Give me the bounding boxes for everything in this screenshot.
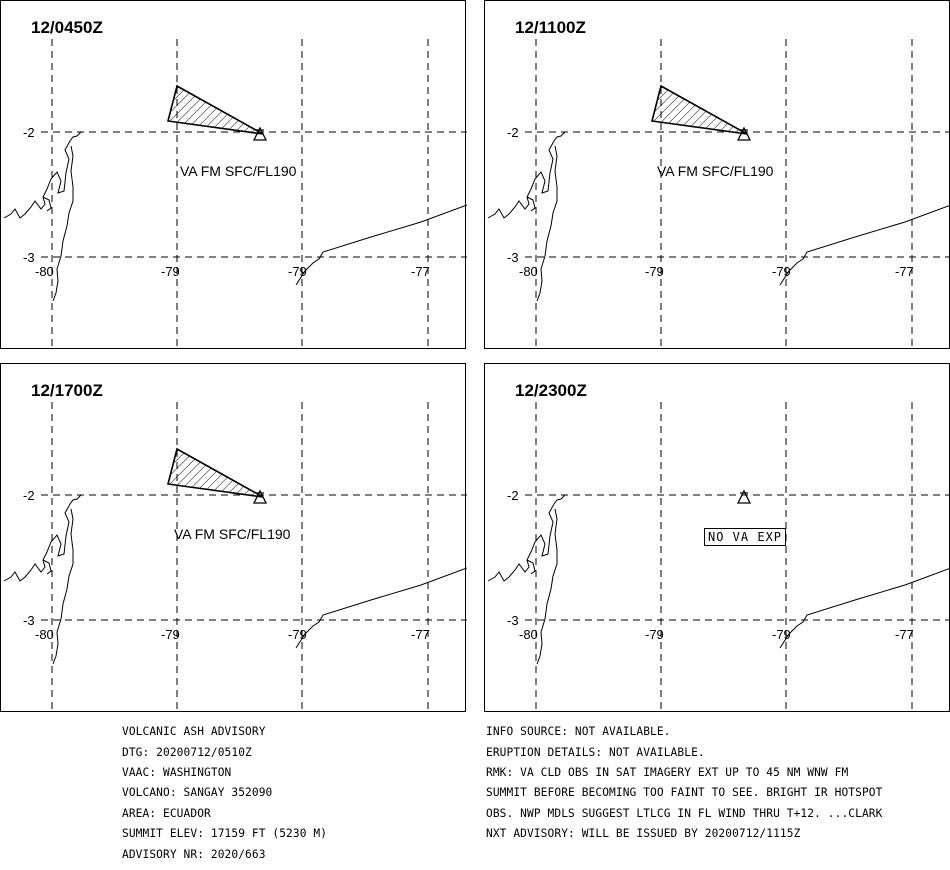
longitude-label: -80 (519, 264, 538, 279)
coastline (487, 494, 566, 582)
longitude-label: -79 (772, 264, 791, 279)
latitude-label: -3 (23, 613, 35, 628)
remarks-line: OBS. NWP MDLS SUGGEST LTLCG IN FL WIND T… (486, 806, 883, 820)
country-border (295, 567, 467, 649)
map-canvas-2: -2 -3-80 -79 -79 -77 VA FM SFC/FL190 (487, 39, 950, 350)
longitude-label: -79 (161, 264, 180, 279)
advisory-header-block: VOLCANIC ASH ADVISORY DTG: 20200712/0510… (122, 717, 327, 870)
advisory-remarks-block: INFO SOURCE: NOT AVAILABLE. ERUPTION DET… (486, 717, 882, 850)
latitude-label: -2 (23, 125, 35, 140)
advisory-line: VOLCANIC ASH ADVISORY (122, 725, 266, 739)
map-canvas-1: -2 -3-80 -79 -79 -77 VA FM SFC/FL190 (3, 39, 467, 350)
longitude-label: -79 (288, 264, 307, 279)
ash-level-label: VA FM SFC/FL190 (174, 526, 291, 542)
coastline (52, 145, 74, 302)
remarks-line: INFO SOURCE: NOT AVAILABLE. (486, 725, 671, 739)
coastline (536, 508, 558, 665)
coastline (52, 508, 74, 665)
longitude-label: -80 (35, 264, 54, 279)
longitude-label: -79 (288, 627, 307, 642)
coastline (3, 131, 82, 219)
remarks-line: RMK: VA CLD OBS IN SAT IMAGERY EXT UP TO… (486, 766, 849, 780)
coastline (42, 559, 52, 575)
map-panel-2: -2 -3-80 -79 -79 -77 VA FM SFC/FL190 12/1100Z (484, 0, 950, 350)
coastline (3, 494, 82, 582)
volcano-icon (736, 489, 752, 504)
ash-level-label: VA FM SFC/FL190 (180, 163, 297, 179)
ash-cloud-polygon (167, 447, 264, 498)
coastline (536, 145, 558, 302)
latitude-label: -3 (507, 250, 519, 265)
longitude-label: -79 (645, 264, 664, 279)
ash-level-label: VA FM SFC/FL190 (657, 163, 774, 179)
no-va-expected-label: NO VA EXP (704, 528, 787, 546)
advisory-line: VAAC: WASHINGTON (122, 766, 232, 780)
latitude-label: -3 (23, 250, 35, 265)
advisory-line: SUMMIT ELEV: 17159 FT (5230 M) (122, 827, 328, 841)
longitude-label: -77 (895, 264, 914, 279)
latitude-label: -2 (507, 488, 519, 503)
panel-time-3: 12/1700Z (31, 381, 103, 400)
longitude-label: -79 (645, 627, 664, 642)
panel-time-2: 12/1100Z (515, 18, 586, 37)
latitude-label: -2 (23, 488, 35, 503)
map-panel-3: -2 -3-80 -79 -79 -77 VA FM SFC/FL190 12/1700Z (0, 363, 467, 713)
latitude-label: -2 (507, 125, 519, 140)
map-panel-1: -2 -3-80 -79 -79 -77 VA FM SFC/FL190 12/0450Z (0, 0, 467, 350)
longitude-label: -79 (161, 627, 180, 642)
coastline (487, 131, 566, 219)
map-panel-4: -2 -3-80 -79 -79 -77 12/2300Z NO VA EXP (484, 363, 950, 713)
map-canvas-4: -2 -3-80 -79 -79 -77 (487, 402, 950, 713)
country-border (779, 204, 950, 286)
coastline (42, 196, 52, 212)
advisory-line: DTG: 20200712/0510Z (122, 745, 252, 759)
advisory-line: ADVISORY NR: 2020/663 (122, 847, 266, 861)
ash-cloud-polygon (651, 84, 748, 135)
coastline (526, 559, 536, 575)
map-canvas-3: -2 -3-80 -79 -79 -77 VA FM SFC/FL190 (3, 402, 467, 713)
longitude-label: -80 (519, 627, 538, 642)
longitude-label: -77 (411, 627, 430, 642)
latitude-label: -3 (507, 613, 519, 628)
ash-cloud-polygon (167, 84, 264, 135)
longitude-label: -79 (772, 627, 791, 642)
coastline (526, 196, 536, 212)
longitude-label: -77 (895, 627, 914, 642)
panel-time-4: 12/2300Z (515, 381, 587, 400)
remarks-line: ERUPTION DETAILS: NOT AVAILABLE. (486, 745, 705, 759)
panel-time-1: 12/0450Z (31, 18, 103, 37)
advisory-line: AREA: ECUADOR (122, 806, 211, 820)
remarks-line: NXT ADVISORY: WILL BE ISSUED BY 20200712… (486, 827, 801, 841)
longitude-label: -77 (411, 264, 430, 279)
remarks-line: SUMMIT BEFORE BECOMING TOO FAINT TO SEE.… (486, 786, 883, 800)
country-border (295, 204, 467, 286)
longitude-label: -80 (35, 627, 54, 642)
country-border (779, 567, 950, 649)
advisory-line: VOLCANO: SANGAY 352090 (122, 786, 273, 800)
